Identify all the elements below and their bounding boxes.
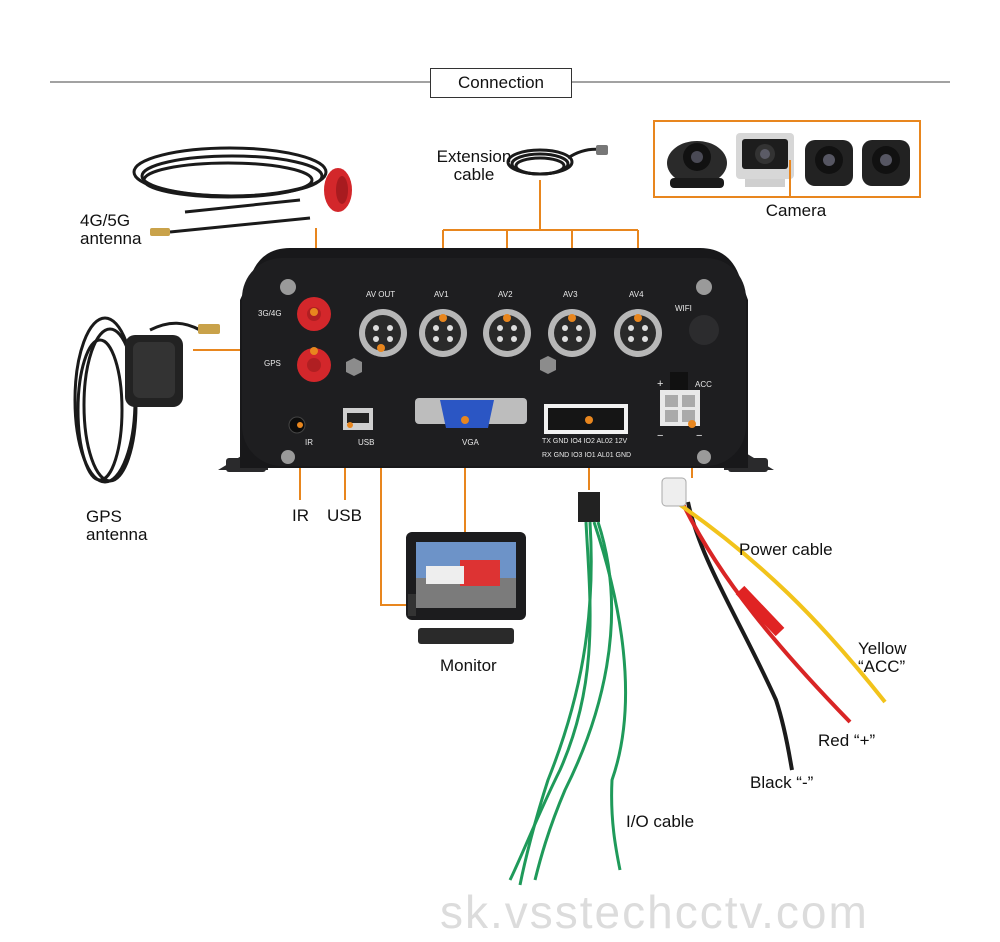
io-cable: [508, 492, 628, 886]
panel-label-io-row2: RX GND IO3 IO1 AL01 GND: [542, 452, 632, 459]
dome-camera-icon: [667, 141, 727, 188]
monitor-icon: [406, 532, 526, 644]
panel-label-usb: USB: [358, 438, 375, 447]
panel-screws: [346, 356, 556, 376]
side-camera-icon: [862, 140, 910, 186]
4g-antenna-icon: [132, 146, 352, 236]
label-io-cable: I/O cable: [626, 812, 695, 831]
antenna-port-3g4g: [297, 297, 331, 331]
label-black: Black “-”: [750, 773, 814, 792]
label-4g-antenna-line2: antenna: [80, 229, 142, 248]
panel-label-acc: ACC: [695, 380, 712, 389]
panel-label-av2: AV2: [498, 290, 513, 299]
panel-label-wifi: WIFI: [675, 304, 692, 313]
label-ir: IR: [292, 506, 309, 525]
label-4g-antenna-line1: 4G/5G: [80, 211, 131, 230]
box-camera-icon: [736, 133, 794, 187]
label-camera: Camera: [765, 201, 827, 220]
panel-label-3g4g: 3G/4G: [258, 309, 282, 318]
panel-label-plus: +: [657, 378, 664, 390]
label-red: Red “+”: [818, 731, 876, 750]
label-yellow-line1: Yellow: [858, 639, 907, 658]
panel-label-av4: AV4: [629, 290, 644, 299]
wifi-antenna-icon: [689, 315, 719, 345]
panel-label-vga: VGA: [462, 438, 479, 447]
av2-connector: [483, 309, 531, 357]
av-out-connector: [359, 309, 407, 357]
label-yellow-line2: “ACC”: [858, 657, 906, 676]
label-extension-cable-line2: cable: [453, 165, 495, 184]
av4-connector: [614, 309, 662, 357]
label-gps-antenna-line2: antenna: [86, 525, 148, 544]
gps-antenna-icon: [73, 316, 220, 484]
panel-label-minus-right: −: [696, 430, 703, 442]
io-port: [544, 404, 628, 434]
label-power-cable: Power cable: [739, 540, 833, 559]
power-cable: [661, 477, 887, 771]
diagram-title: Connection: [430, 68, 572, 98]
av1-connector: [419, 309, 467, 357]
label-monitor: Monitor: [440, 656, 497, 675]
panel-label-av1: AV1: [434, 290, 449, 299]
panel-label-av-out: AV OUT: [366, 290, 396, 299]
panel-label-gps: GPS: [264, 359, 281, 368]
label-usb: USB: [327, 506, 362, 525]
usb-port: [343, 408, 373, 430]
panel-label-io-row1: TX GND IO4 IO2 AL02 12V: [542, 438, 628, 445]
label-extension-cable-line1: Extension: [436, 147, 512, 166]
vga-port: [415, 398, 527, 428]
panel-label-av3: AV3: [563, 290, 578, 299]
label-gps-antenna-line1: GPS: [86, 507, 122, 526]
av3-connector: [548, 309, 596, 357]
panel-label-minus-left: −: [657, 430, 664, 442]
panel-label-ir: IR: [305, 438, 313, 447]
camera-frame: [653, 120, 921, 198]
acc-power-port: [660, 372, 700, 428]
side-camera-icon: [805, 140, 853, 186]
cable-connector: [596, 145, 608, 155]
antenna-port-gps: [297, 347, 331, 382]
watermark: sk.vsstechcctv.com: [440, 886, 869, 938]
